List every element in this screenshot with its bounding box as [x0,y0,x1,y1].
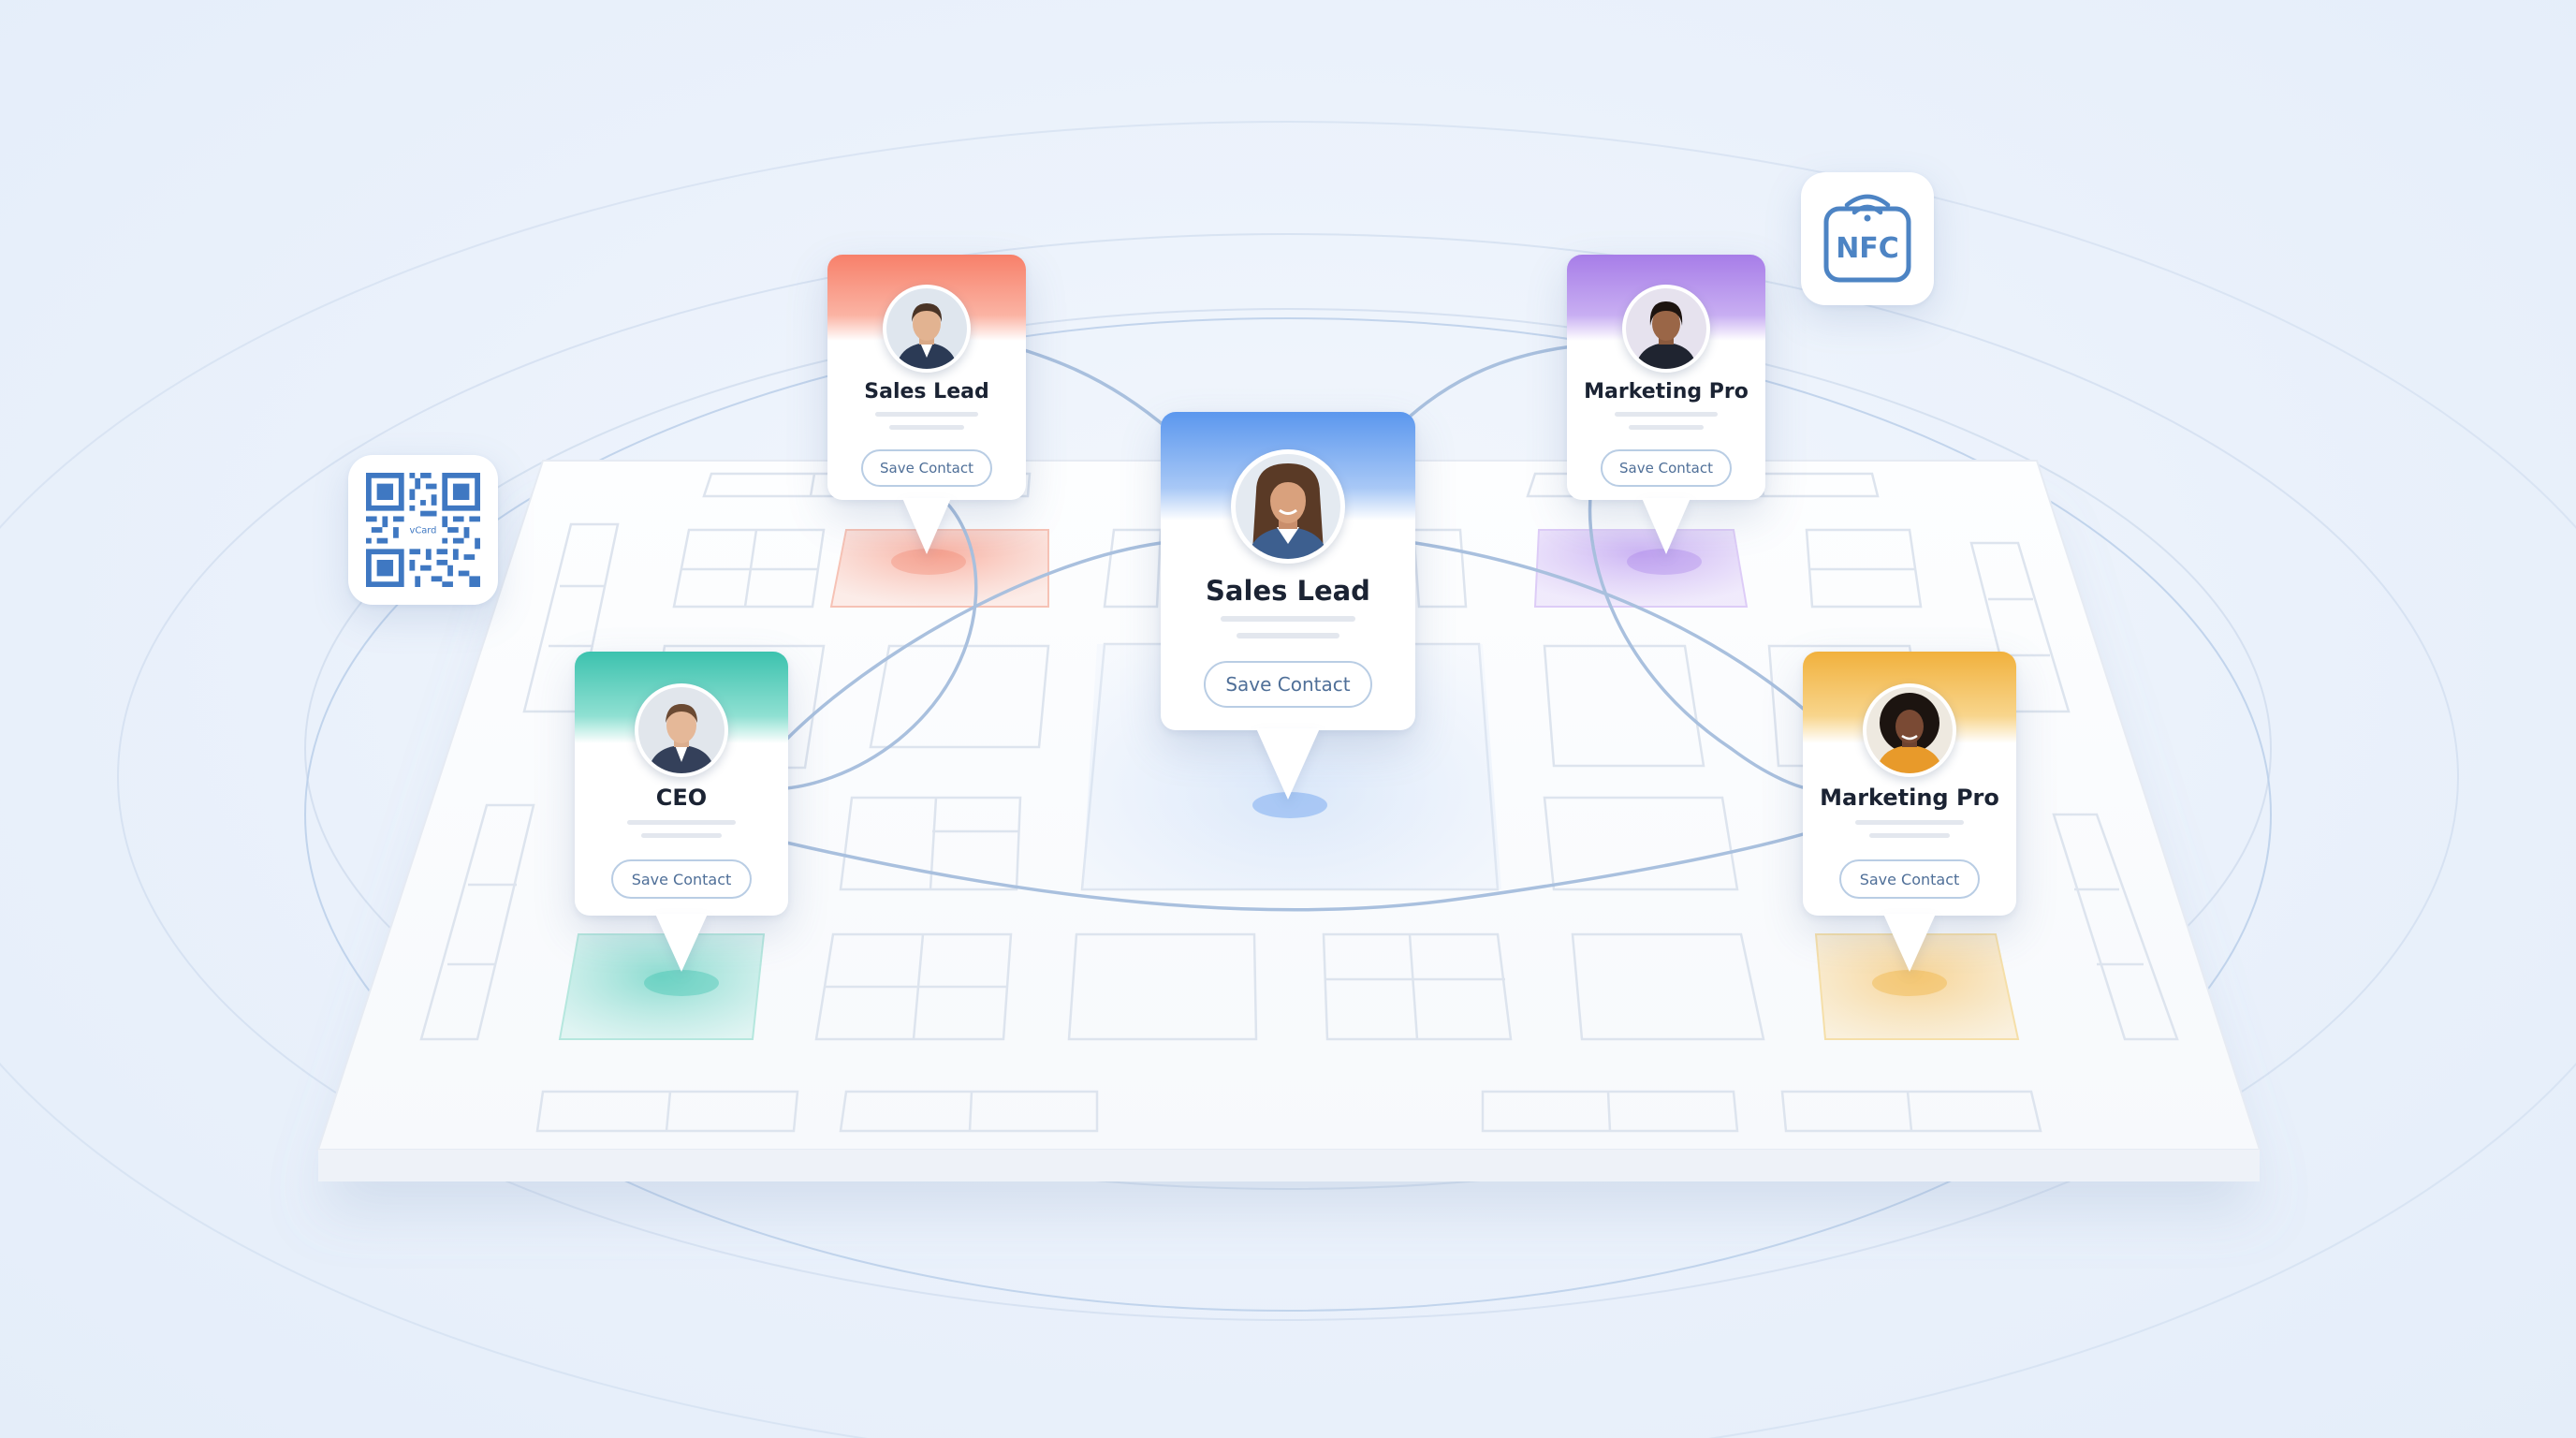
contact-card-ceo[interactable]: CEO Save Contact [575,652,788,972]
card-detail-line [875,412,978,417]
avatar [1622,285,1710,373]
card-title: CEO [655,785,708,811]
card-pointer [1642,498,1690,554]
card-pointer [655,914,708,972]
avatar [883,285,971,373]
card-pointer [1883,914,1936,972]
card-detail-line [1615,412,1718,417]
save-contact-button[interactable]: Save Contact [1204,661,1372,708]
avatar [1863,683,1956,777]
highlight-tile-red [829,529,1049,608]
card-title: Sales Lead [864,380,989,404]
card-detail-line [641,833,722,838]
qr-code-icon: vCard [366,473,480,587]
contact-card-sales-lead-top[interactable]: Sales Lead Save Contact [827,255,1026,554]
card-detail-line [1629,425,1704,430]
card-detail-line [1869,833,1950,838]
save-contact-button[interactable]: Save Contact [611,859,752,899]
card-detail-line [627,820,736,825]
card-detail-line [1221,616,1355,622]
nfc-badge[interactable]: NFC [1801,172,1934,305]
card-title: Marketing Pro [1584,380,1749,404]
contact-card-marketing-pro-right[interactable]: Marketing Pro Save Contact [1803,652,2016,972]
save-contact-button[interactable]: Save Contact [1839,859,1980,899]
card-pointer [1256,728,1320,800]
nfc-icon: NFC [1823,194,1911,283]
save-contact-button[interactable]: Save Contact [1601,449,1732,487]
card-detail-line [889,425,964,430]
contact-card-sales-lead-center[interactable]: Sales Lead Save Contact [1161,412,1415,800]
card-detail-line [1237,633,1339,638]
avatar [1231,449,1345,564]
save-contact-button[interactable]: Save Contact [861,449,992,487]
card-detail-line [1855,820,1964,825]
avatar [635,683,728,777]
card-pointer [902,498,951,554]
card-title: Marketing Pro [1820,785,1999,811]
qr-code-badge[interactable]: vCard [348,455,498,605]
nfc-label: NFC [1836,232,1899,265]
contact-card-marketing-pro-top[interactable]: Marketing Pro Save Contact [1567,255,1765,554]
qr-center-label: vCard [410,525,437,536]
card-title: Sales Lead [1206,575,1370,607]
highlight-tile-yellow [1814,933,2020,1040]
